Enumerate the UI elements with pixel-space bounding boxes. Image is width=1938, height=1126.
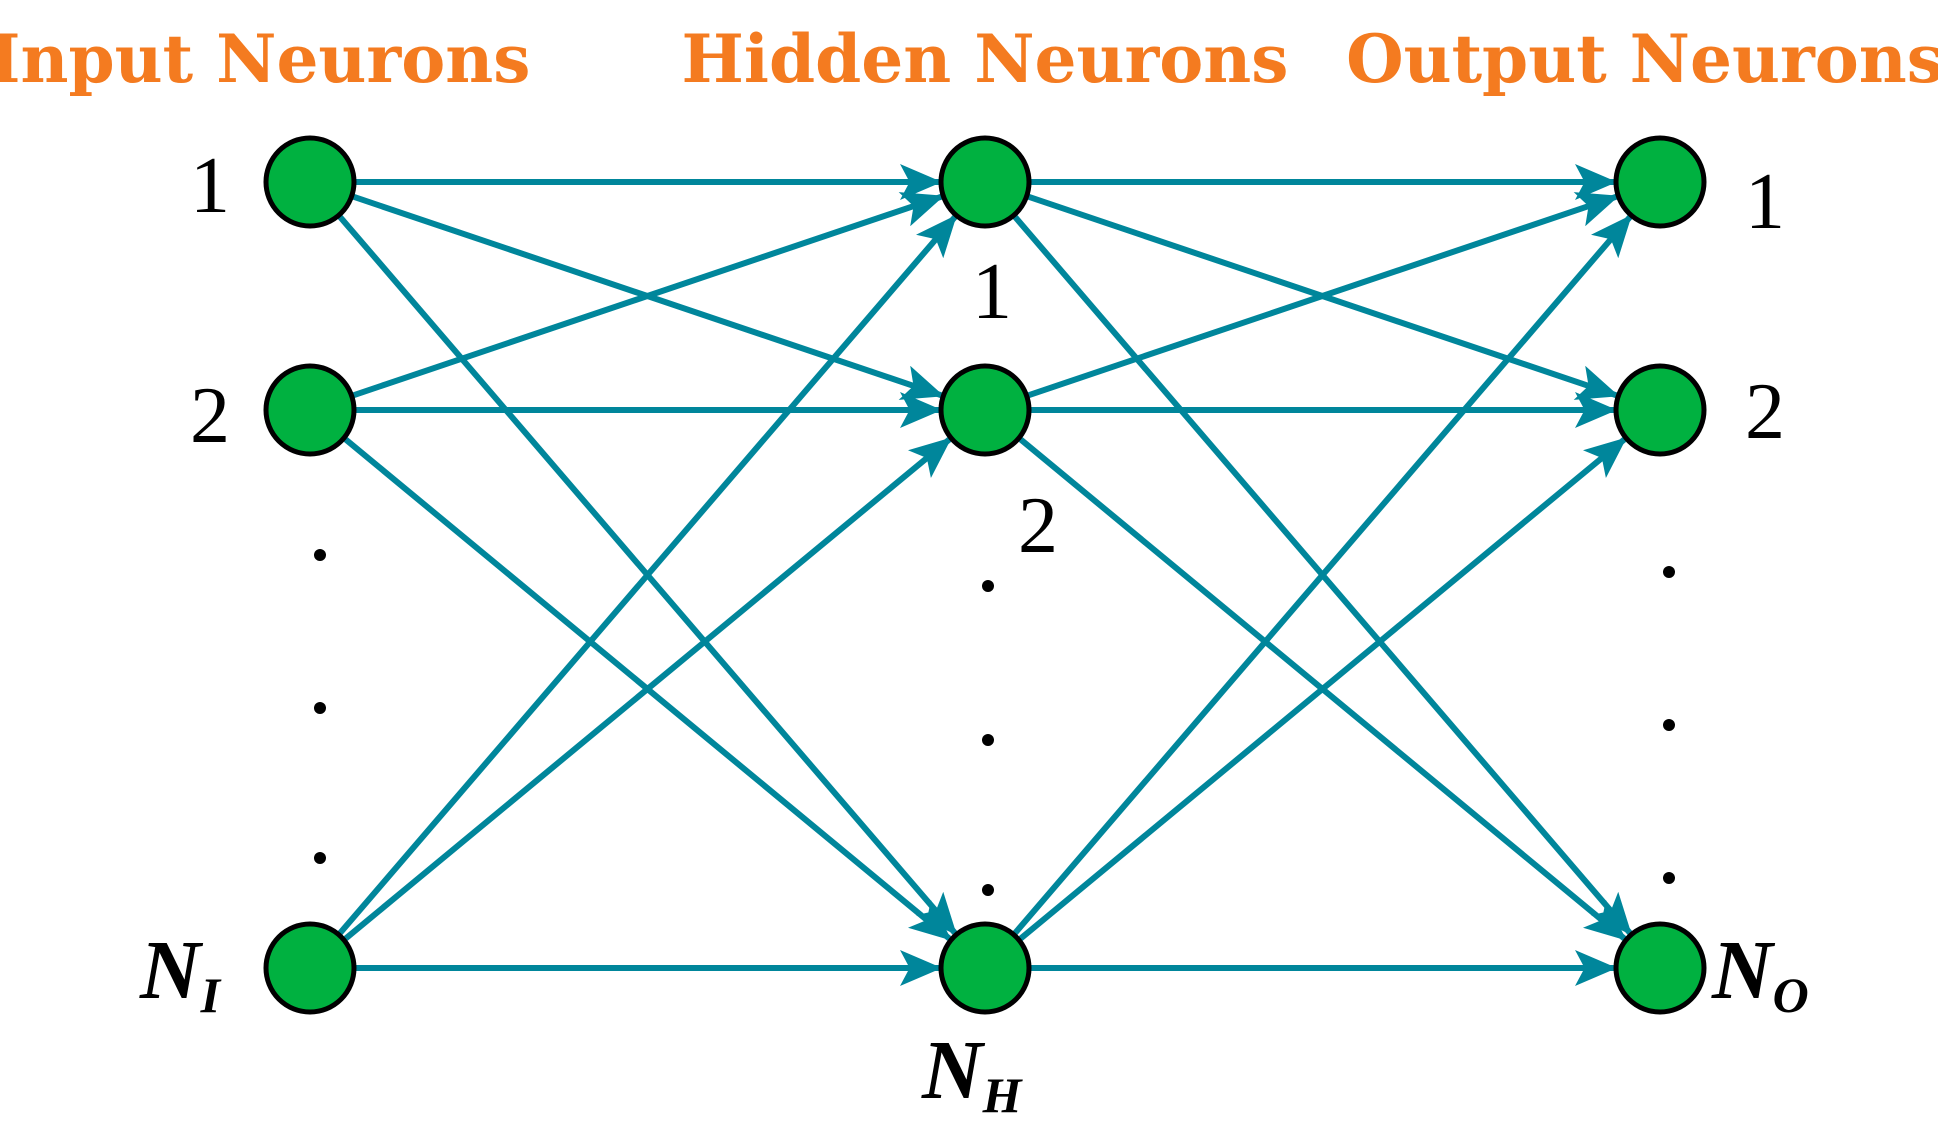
connections [332, 164, 1633, 986]
input-neuron-1-label: 1 [190, 142, 230, 230]
hidden-neuron-1-label: 1 [972, 248, 1012, 336]
ellipsis-dot [982, 734, 994, 746]
output-neuron-1 [1613, 135, 1707, 229]
output-symbol-main: N [1711, 924, 1776, 1017]
input-neuron-n [263, 921, 357, 1015]
input-layer-title: Input Neurons [0, 20, 530, 98]
output-neuron-2-label: 2 [1745, 368, 1785, 456]
ellipsis-dot [1663, 566, 1675, 578]
input-neuron-2 [263, 363, 357, 457]
hidden-neuron-n-label: NH [921, 1024, 1024, 1123]
connection-hidden-2-to-output-3 [1012, 431, 1627, 942]
hidden-neuron-n [938, 921, 1032, 1015]
ellipsis-dot [982, 580, 994, 592]
ellipsis-dot [1663, 719, 1675, 731]
connection-input-1-to-hidden-3 [332, 208, 958, 936]
connection-input-2-to-hidden-1 [345, 192, 945, 401]
input-symbol-sub: I [200, 967, 222, 1023]
hidden-symbol-sub: H [982, 1067, 1024, 1123]
input-ellipsis [314, 549, 326, 864]
connection-hidden-2-to-output-1 [1020, 192, 1620, 401]
connection-hidden-3-to-output-2 [1012, 436, 1627, 947]
neurons [263, 135, 1707, 1015]
output-ellipsis [1663, 566, 1675, 884]
output-neuron-n-label: NO [1711, 924, 1809, 1023]
hidden-neuron-2-label: 2 [1018, 482, 1058, 570]
ellipsis-dot [1663, 872, 1675, 884]
input-symbol-main: N [139, 924, 204, 1017]
output-symbol-sub: O [1773, 967, 1809, 1023]
connection-hidden-3-to-output-1 [1007, 214, 1633, 942]
connection-input-3-to-hidden-2 [337, 436, 952, 947]
ellipsis-dot [314, 702, 326, 714]
output-neuron-2 [1613, 363, 1707, 457]
connection-input-2-to-hidden-3 [337, 431, 952, 942]
ellipsis-dot [314, 549, 326, 561]
hidden-neuron-2 [938, 363, 1032, 457]
input-neuron-2-label: 2 [190, 372, 230, 460]
hidden-symbol-main: N [921, 1024, 986, 1117]
input-neuron-1 [263, 135, 357, 229]
ellipsis-dot [314, 852, 326, 864]
hidden-layer-title: Hidden Neurons [682, 20, 1289, 98]
hidden-ellipsis [982, 580, 994, 896]
connection-hidden-1-to-output-3 [1007, 208, 1633, 936]
output-layer-title: Output Neurons [1346, 20, 1938, 98]
output-neuron-n [1613, 921, 1707, 1015]
connection-input-3-to-hidden-1 [332, 214, 958, 942]
input-neuron-n-label: NI [139, 924, 222, 1023]
ellipsis-dot [982, 884, 994, 896]
output-neuron-1-label: 1 [1745, 158, 1785, 246]
hidden-neuron-1 [938, 135, 1032, 229]
